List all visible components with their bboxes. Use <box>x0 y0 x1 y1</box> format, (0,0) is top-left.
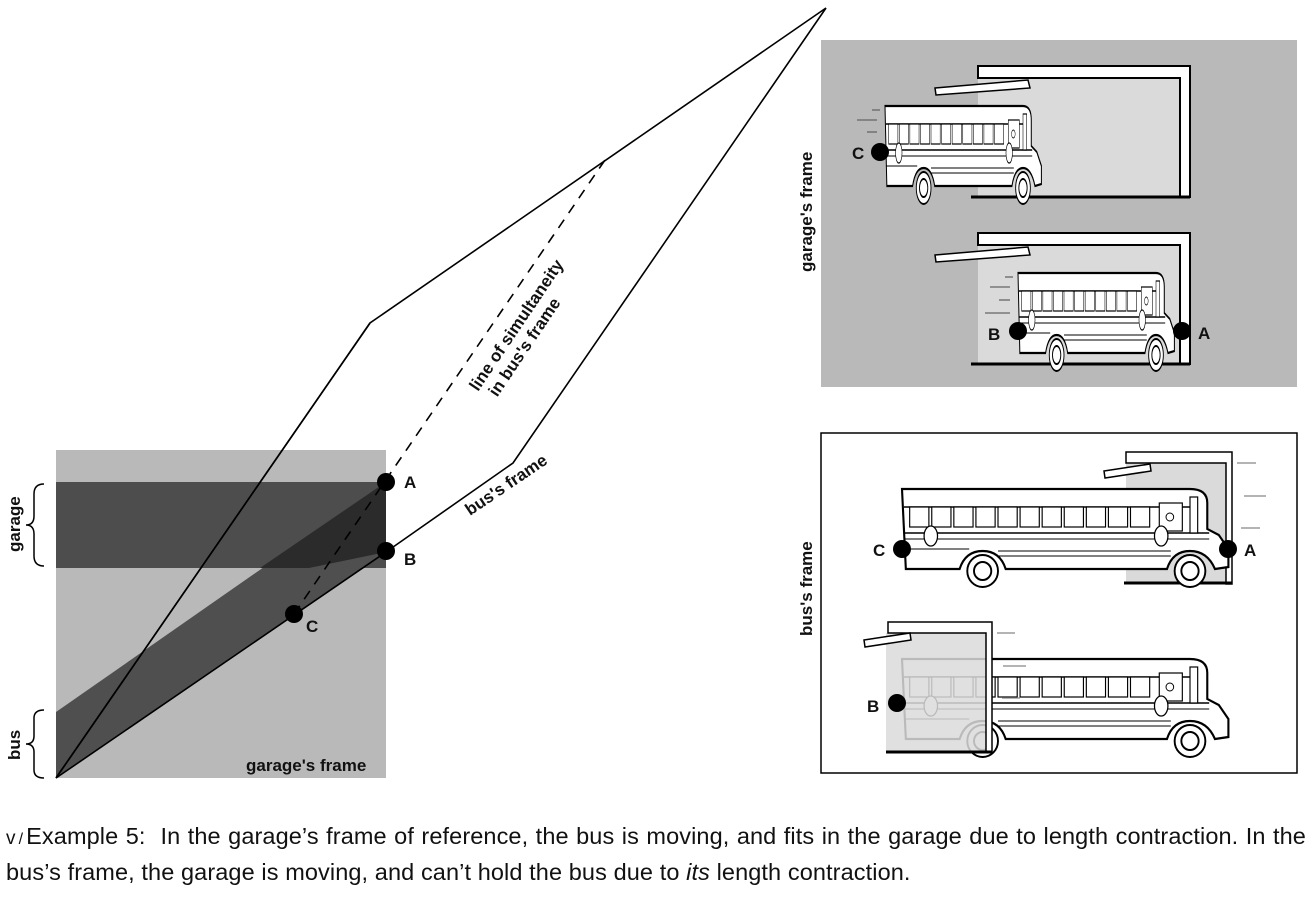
caption-text-part2: length contraction. <box>709 859 911 885</box>
event-A-marker <box>377 473 395 491</box>
garage-door <box>1103 463 1152 479</box>
bus-frame-panel: bus's frame C A B <box>797 432 1298 774</box>
event-B-marker <box>888 694 906 712</box>
garage-brace <box>25 483 45 567</box>
figure-canvas: A B C garage's frame bus's frame line of… <box>5 7 1298 779</box>
event-B-label: B <box>404 550 416 569</box>
band-overlap-region <box>260 482 386 568</box>
garage-scene-2: B A <box>934 232 1210 373</box>
event-B-marker <box>1009 322 1027 340</box>
bus-scene-2: B <box>863 621 1230 759</box>
event-C-marker <box>285 605 303 623</box>
event-A-label: A <box>1198 324 1210 343</box>
caption-text-part1: In the garage’s frame of reference, the … <box>6 823 1306 885</box>
figure-number: v <box>6 828 16 849</box>
garage-frame-panel: garage's frame C B A <box>797 40 1297 387</box>
line-of-simultaneity <box>293 159 606 615</box>
event-A-label: A <box>404 473 416 492</box>
event-C-marker <box>893 540 911 558</box>
garage-interior <box>886 633 988 751</box>
garage-door <box>863 632 912 648</box>
event-C-marker <box>871 143 889 161</box>
garage-door <box>934 246 1031 263</box>
bus-scene-1: C A <box>873 451 1266 589</box>
bus-frame-space-axis <box>55 551 387 779</box>
event-B-marker <box>377 542 395 560</box>
figure-caption: v/Example 5: In the garage’s frame of re… <box>6 820 1306 888</box>
event-C-label: C <box>873 541 885 560</box>
event-B-label: B <box>988 325 1000 344</box>
event-C-label: C <box>306 617 318 636</box>
frame-label-garage: garage's frame <box>246 756 366 775</box>
event-C-label: C <box>852 144 864 163</box>
event-A-marker <box>1173 322 1191 340</box>
event-B-label: B <box>867 697 879 716</box>
caption-label: Example 5: <box>26 823 146 849</box>
bus-brace <box>25 709 45 779</box>
garage-brace-label: garage <box>5 496 24 552</box>
caption-emphasis: its <box>686 859 710 885</box>
bus-frame-panel-label: bus's frame <box>797 541 816 636</box>
garage-door <box>934 79 1031 96</box>
bus-frame-axis-label: bus's frame <box>462 451 551 520</box>
event-A-marker <box>1219 540 1237 558</box>
spacetime-diagram: A B C garage's frame bus's frame line of… <box>5 7 827 779</box>
bus-brace-label: bus <box>5 730 24 760</box>
garage-frame-panel-label: garage's frame <box>797 152 816 272</box>
event-A-label: A <box>1244 541 1256 560</box>
caption-separator: / <box>18 831 24 848</box>
garage-scene-1: C <box>852 65 1191 206</box>
light-worldline <box>55 322 371 779</box>
